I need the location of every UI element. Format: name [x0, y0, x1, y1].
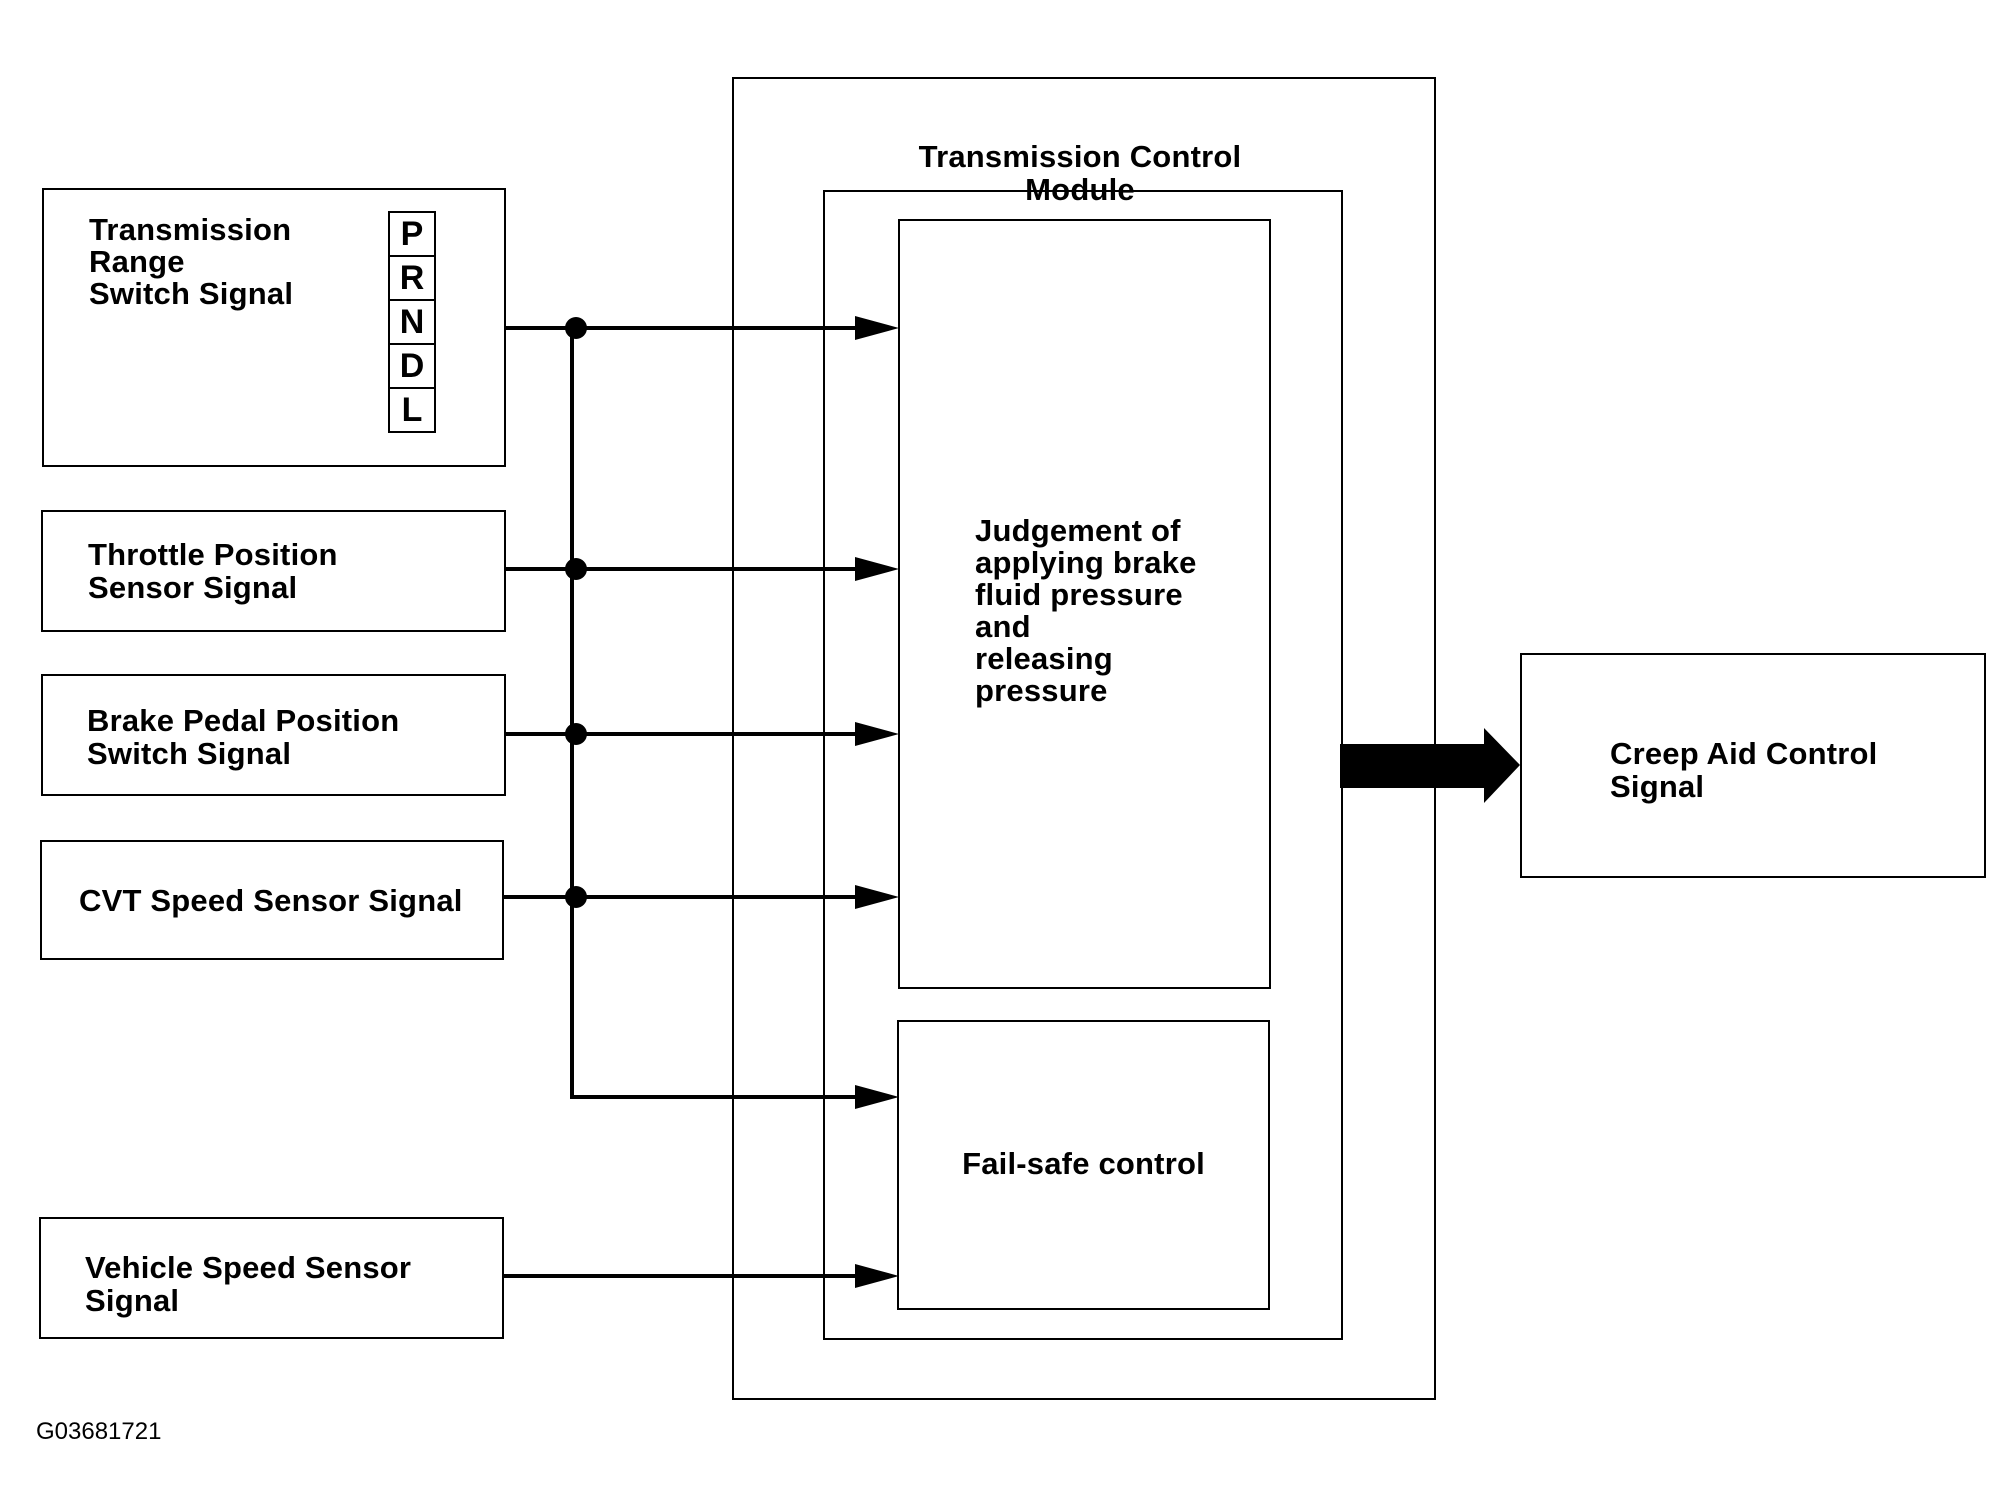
figure-id: G03681721	[36, 1418, 162, 1445]
tcm-inner-box	[823, 190, 1343, 1340]
gear-n: N	[388, 299, 436, 345]
junction-dot	[565, 558, 587, 580]
range-switch-box	[42, 188, 506, 467]
arrowhead	[855, 316, 899, 340]
creep-aid-label: Creep Aid Control Signal	[1610, 736, 1878, 804]
judgement-label: Judgement of applying brake fluid pressu…	[975, 513, 1197, 708]
arrowhead	[855, 557, 899, 581]
gear-r: R	[388, 255, 436, 301]
output-arrow	[1340, 728, 1520, 803]
failsafe-label: Fail-safe control	[962, 1146, 1205, 1181]
cvt-label: CVT Speed Sensor Signal	[79, 883, 463, 918]
throttle-box	[41, 510, 506, 632]
throttle-label: Throttle Position Sensor Signal	[88, 537, 338, 605]
cvt-box	[40, 840, 504, 960]
range-switch-label: Transmission Range Switch Signal	[89, 212, 294, 311]
failsafe-block	[897, 1020, 1270, 1310]
gear-d: D	[388, 343, 436, 389]
vehicle-speed-box	[39, 1217, 504, 1339]
gear-p: P	[388, 211, 436, 257]
junction-dot	[565, 317, 587, 339]
vehicle-speed-label: Vehicle Speed Sensor Signal	[85, 1250, 412, 1318]
arrowhead	[855, 885, 899, 909]
creep-aid-box	[1520, 653, 1986, 878]
brake-label: Brake Pedal Position Switch Signal	[87, 703, 400, 771]
arrowhead	[855, 1085, 899, 1109]
tcm-title: Transmission Control Module	[918, 139, 1242, 207]
junction-dot	[565, 723, 587, 745]
junction-dot	[565, 886, 587, 908]
arrowhead	[855, 1264, 899, 1288]
brake-box	[41, 674, 506, 796]
judgement-block	[898, 219, 1271, 989]
tcm-outer-box	[732, 77, 1436, 1400]
gear-l: L	[388, 387, 436, 433]
prndl-indicator: P R N D L	[388, 211, 436, 433]
arrowhead	[855, 722, 899, 746]
